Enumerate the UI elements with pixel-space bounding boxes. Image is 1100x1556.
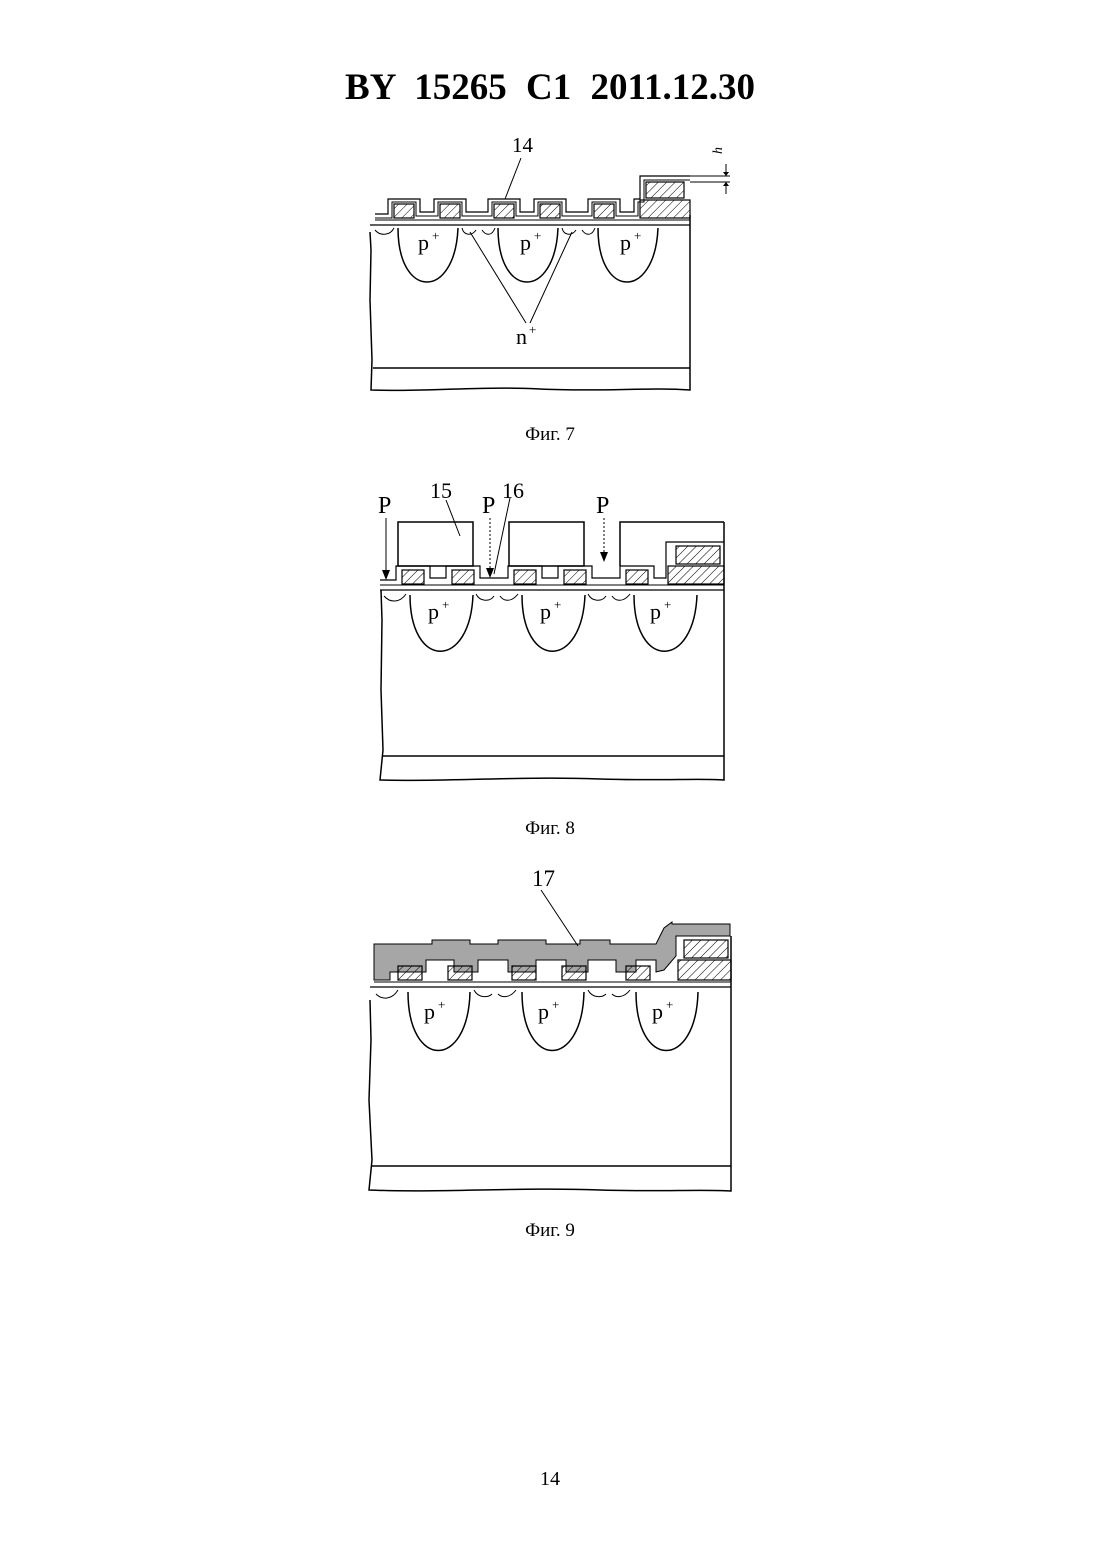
p-well-label-3: p	[620, 230, 631, 255]
plus-sup-3: +	[664, 597, 671, 612]
figure-7-caption: Фиг. 7	[0, 424, 1100, 446]
plus-sup-2: +	[554, 597, 561, 612]
plus-sup-1: +	[442, 597, 449, 612]
ref-15-label: 15	[430, 478, 452, 503]
plus-sup-1: +	[438, 997, 445, 1012]
p-well-label-2: p	[540, 599, 551, 624]
p-well-label-1: p	[418, 230, 429, 255]
p-well-label-1: p	[424, 999, 435, 1024]
page-number: 14	[0, 1468, 1100, 1491]
p-well-label-2: p	[520, 230, 531, 255]
height-label: h	[711, 147, 726, 154]
ref-16-label: 16	[502, 478, 524, 503]
arrow-p-label-2: P	[482, 493, 495, 519]
p-well-label-3: p	[652, 999, 663, 1024]
figure-7-drawing: h 14 p + p + p + n +	[0, 0, 1100, 420]
plus-sup-1: +	[432, 228, 439, 243]
p-well-label-2: p	[538, 999, 549, 1024]
p-well-label-1: p	[428, 599, 439, 624]
figure-9-drawing: 17 p + p + p +	[0, 860, 1100, 1200]
figure-9-caption: Фиг. 9	[0, 1220, 1100, 1242]
plus-sup-2: +	[552, 997, 559, 1012]
plus-sup-2: +	[534, 228, 541, 243]
figure-8-drawing: P P P 15 16 p + p + p +	[0, 470, 1100, 810]
plus-sup-3: +	[634, 228, 641, 243]
arrow-p-label-1: P	[378, 493, 391, 519]
n-plus-label: n	[516, 324, 527, 349]
arrow-p-label-3: P	[596, 493, 609, 519]
n-plus-sup: +	[529, 322, 536, 337]
ref-17-label: 17	[532, 866, 555, 891]
figure-8-caption: Фиг. 8	[0, 818, 1100, 840]
p-well-label-3: p	[650, 599, 661, 624]
plus-sup-3: +	[666, 997, 673, 1012]
ref-14-label: 14	[512, 133, 534, 157]
